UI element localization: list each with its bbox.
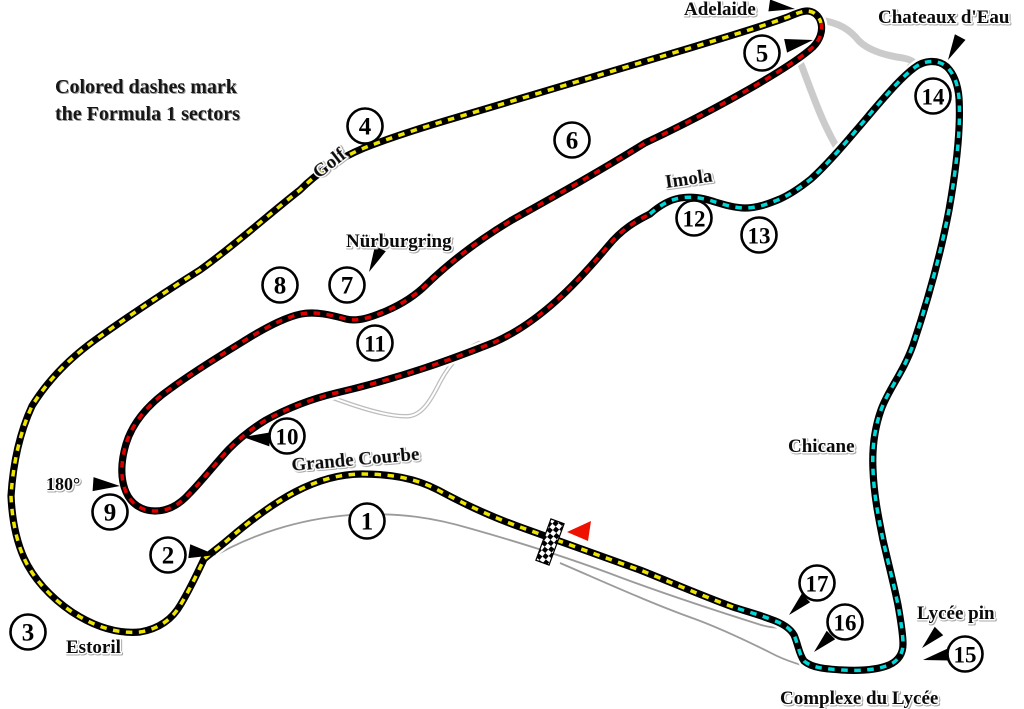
corner-number: 13: [748, 224, 771, 249]
corner-number: 5: [756, 41, 769, 68]
pit-lane-layer: [205, 513, 827, 672]
corner-marker-circle: [346, 107, 384, 145]
corner-label-lycee-pin: Lycée pin: [917, 603, 995, 624]
corner-label-imola: Imola: [664, 165, 714, 192]
corner-marker-circle: [946, 635, 984, 673]
corner-number: 7: [341, 273, 354, 300]
turn16-arrow: [814, 630, 836, 652]
sector1-dashes: [9, 9, 823, 635]
corner-number: 11: [364, 332, 386, 357]
sector2-dashes: [120, 22, 824, 513]
corner-marker-16: 16: [826, 603, 864, 641]
corner-marker-10: 10: [268, 417, 306, 455]
corner-number: 16: [834, 611, 857, 636]
corner-number: 17: [806, 572, 829, 597]
sector3-dashes: [648, 59, 962, 673]
corner-marker-circle: [328, 266, 366, 304]
pit-lane-line: [205, 513, 784, 629]
corner-label-estoril: Estoril: [66, 637, 121, 658]
service-road: [795, 55, 840, 150]
corner-marker-circle: [149, 536, 187, 574]
one-eighty-arrow: [92, 477, 120, 492]
corner-label-one-eighty: 180°: [46, 474, 80, 494]
corner-marker-17: 17: [798, 564, 836, 602]
corner-marker-3: 3: [9, 613, 47, 651]
corner-marker-circle: [348, 502, 386, 540]
legend-note-line2: the Formula 1 sectors: [55, 103, 240, 125]
corner-marker-circle: [675, 199, 713, 237]
corner-marker-circle: [826, 603, 864, 641]
corner-marker-5: 5: [743, 34, 781, 72]
corner-number: 12: [683, 207, 706, 232]
nurburgring-arrow: [369, 246, 386, 272]
legend-note: Colored dashes mark the Formula 1 sector…: [55, 76, 240, 125]
corner-marker-circle: [261, 266, 299, 304]
turn15-arrow: [923, 648, 950, 661]
corner-label-chicane: Chicane: [788, 436, 855, 457]
corner-number: 1: [361, 509, 374, 536]
corner-marker-7: 7: [328, 266, 366, 304]
corner-marker-13: 13: [740, 216, 778, 254]
corner-number: 3: [22, 620, 35, 647]
corner-marker-circle: [356, 324, 394, 362]
corner-marker-12: 12: [675, 199, 713, 237]
corner-label-adelaide: Adelaide: [684, 0, 756, 20]
corner-marker-8: 8: [261, 266, 299, 304]
finish-line-checker: [535, 518, 565, 566]
adelaide-arrow: [768, 0, 795, 12]
turn17-arrow: [789, 593, 811, 615]
corner-marker-15: 15: [946, 635, 984, 673]
corner-number: 8: [274, 273, 287, 300]
direction-arrow: [567, 521, 591, 541]
corner-number: 4: [359, 114, 372, 141]
corner-marker-2: 2: [149, 536, 187, 574]
corner-marker-circle: [9, 613, 47, 651]
corner-label-chateaux-deau: Chateaux d'Eau: [878, 7, 1010, 28]
legend-note-line1: Colored dashes mark: [55, 76, 238, 98]
corner-marker-6: 6: [553, 121, 591, 159]
corner-marker-4: 4: [346, 107, 384, 145]
corner-number: 10: [276, 425, 299, 450]
lycee-pin-arrow: [922, 626, 944, 648]
corner-marker-circle: [268, 417, 306, 455]
corner-marker-11: 11: [356, 324, 394, 362]
chateaux-arrow: [948, 34, 966, 60]
turn2-arrow: [188, 544, 216, 559]
corner-marker-14: 14: [914, 77, 952, 115]
black-arrows-layer: [92, 0, 966, 661]
turn5-arrow: [784, 38, 813, 53]
corner-number: 6: [566, 128, 579, 155]
corner-number: 14: [922, 85, 946, 110]
corner-number: 9: [104, 500, 117, 527]
corner-number: 2: [162, 543, 175, 570]
corner-label-nurburgring: Nürburgring: [346, 231, 452, 252]
start-finish-group: [535, 518, 591, 566]
corner-marker-circle: [740, 216, 778, 254]
corner-label-complexe-du-lycee: Complexe du Lycée: [780, 688, 938, 709]
corner-number: 15: [954, 643, 977, 668]
corner-marker-circle: [914, 77, 952, 115]
turn10-arrow: [243, 432, 271, 447]
corner-marker-circle: [743, 34, 781, 72]
corner-marker-circle: [91, 493, 129, 531]
sector-dashes-layer: [9, 9, 962, 673]
corner-marker-circle: [553, 121, 591, 159]
pit-lane-line: [559, 562, 827, 672]
corner-marker-9: 9: [91, 493, 129, 531]
corner-marker-1: 1: [348, 502, 386, 540]
corner-marker-circle: [798, 564, 836, 602]
